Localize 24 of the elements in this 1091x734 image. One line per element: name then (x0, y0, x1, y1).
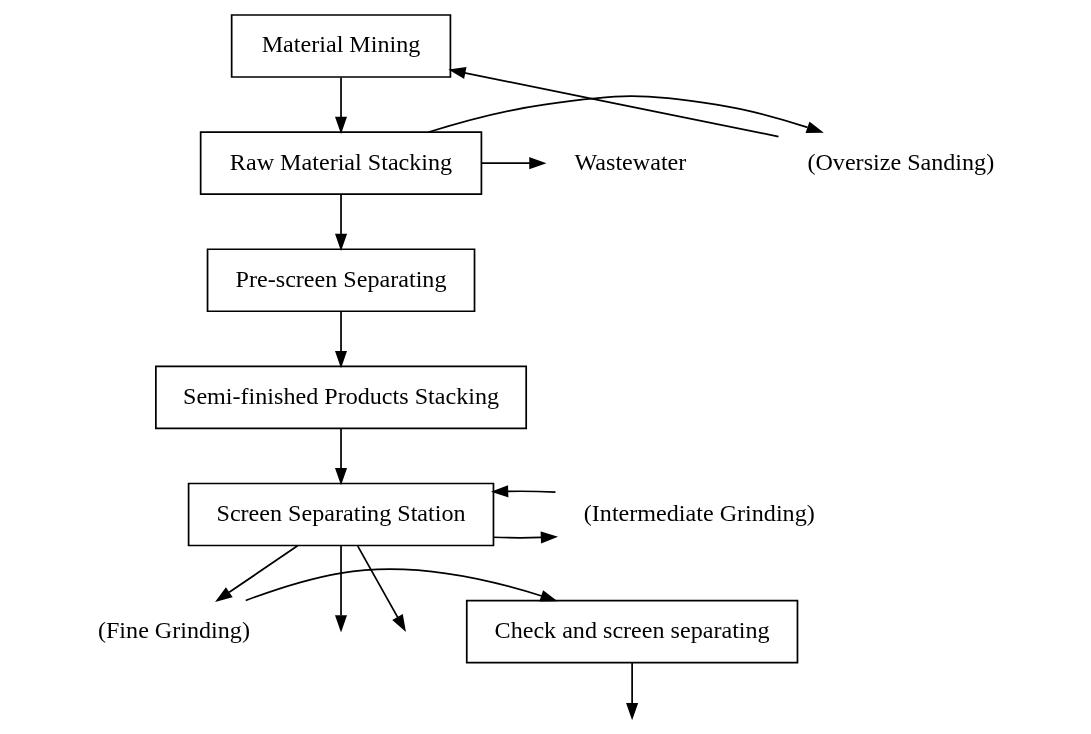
node-box: Check and screen separating (465, 599, 798, 664)
arrow (447, 67, 779, 138)
node-text: (Intermediate Grinding) (583, 499, 815, 526)
arrow (334, 76, 347, 134)
node-text: (Oversize Sanding) (806, 148, 994, 175)
arrow (356, 545, 406, 633)
arrow (334, 428, 347, 486)
node-text: Wastewater (573, 148, 686, 175)
arrow (492, 531, 558, 544)
node-box: Screen Separating Station (187, 482, 494, 547)
arrow (427, 95, 824, 134)
node-box: Raw Material Stacking (199, 131, 482, 195)
arrow (490, 485, 556, 498)
node-box: Semi-finished Products Stacking (154, 365, 527, 430)
arrow (480, 157, 546, 170)
arrow (625, 662, 638, 721)
arrow (244, 568, 558, 602)
node-box: Pre-screen Separating (206, 248, 475, 313)
node-text: (Fine Grinding) (97, 617, 250, 644)
arrow (334, 311, 347, 369)
arrow (214, 544, 298, 602)
node-box: Material Mining (230, 14, 451, 78)
arrow (334, 193, 347, 252)
arrow (334, 545, 347, 633)
